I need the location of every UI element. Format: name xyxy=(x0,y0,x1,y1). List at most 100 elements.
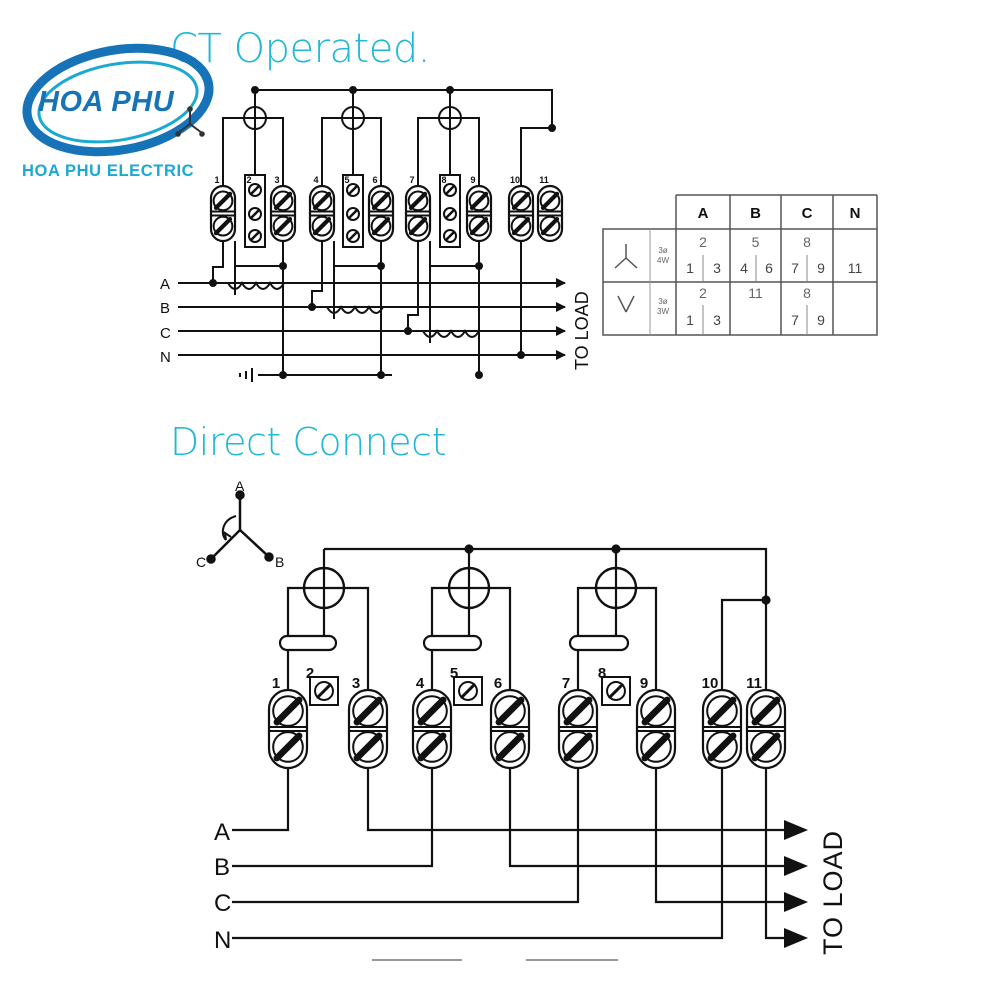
table-row-2-bottom-2: 3 xyxy=(713,312,721,328)
ct-neutral-link xyxy=(520,127,552,190)
ct-terminal-4-slot-2 xyxy=(312,217,332,236)
ct-line-labels: A B C N xyxy=(160,276,171,366)
ct-terminal-6-slot-2 xyxy=(371,217,391,236)
ct-terminal-7-slot-1 xyxy=(408,191,428,210)
dc-top-bus xyxy=(324,547,768,704)
ct-terminal-3 xyxy=(269,184,297,243)
ct-line-c-label: C xyxy=(160,325,171,342)
table-row-1-bottom-6: 9 xyxy=(817,260,825,276)
dc-arrow-B xyxy=(784,856,808,876)
logo-swoosh-inner xyxy=(37,60,199,144)
table-row-2-top-2: 11 xyxy=(748,285,763,301)
ct-link-slot-5-3 xyxy=(348,231,358,241)
dc-line-in-A xyxy=(232,768,290,832)
dc-terminal-1 xyxy=(267,688,309,770)
ct-terminal-label-3: 3 xyxy=(274,175,279,185)
table-row-1-type-a: 3ø xyxy=(658,246,667,255)
logo-tagline: HOA PHU ELECTRIC xyxy=(22,162,195,180)
table-header-A: A xyxy=(698,205,709,222)
ct-bus-node-C xyxy=(446,86,454,94)
dc-terminal-6-slot-1 xyxy=(495,696,525,726)
ct-terminal-label-11: 11 xyxy=(539,175,549,185)
ct-coil-left-B xyxy=(321,117,342,190)
ct-wiring xyxy=(178,86,566,382)
ct-terminal-1-slot-1 xyxy=(213,191,233,210)
dc-terminal-5-slot xyxy=(460,683,476,699)
ct-ct-in-A xyxy=(212,241,224,283)
table-row-1-type-b: 4W xyxy=(657,256,669,265)
delta-3w-icon-l xyxy=(617,295,627,313)
table-row-2-bottom-5: 7 xyxy=(791,312,799,328)
ct-terminal-4 xyxy=(308,184,336,243)
ct-terminal-4-slot-1 xyxy=(312,191,332,210)
ct-link-slot-5-2 xyxy=(348,209,358,219)
ct-terminal-11-slot-1 xyxy=(540,191,560,210)
wye-4w-icon xyxy=(614,244,638,269)
dc-terminal-label-10: 10 xyxy=(702,675,719,692)
dc-terminal-label-9: 9 xyxy=(640,675,648,692)
ct-bus-node-B xyxy=(349,86,357,94)
dc-arrow-A xyxy=(784,820,808,840)
direct-connect-title: Direct Connect xyxy=(170,420,446,464)
table-row-1-bottom-1: 1 xyxy=(686,260,694,276)
dc-terminal-label-3: 3 xyxy=(352,675,360,692)
table-row-1-top-2: 5 xyxy=(752,234,760,250)
dc-line-labels: A B C N xyxy=(214,819,231,954)
dc-terminal-11-slot-1 xyxy=(751,696,781,726)
table-row-1-bottom-5: 7 xyxy=(791,260,799,276)
dc-coil-left-2 xyxy=(430,586,449,637)
ct-terminal-11 xyxy=(536,184,564,243)
ct-line-b-label: B xyxy=(160,300,170,317)
table-row-1-bottom-3: 4 xyxy=(740,260,748,276)
table-row-1-top-3: 8 xyxy=(803,234,811,250)
table-header-B: B xyxy=(750,205,761,222)
ct-terminal-9 xyxy=(465,184,493,243)
ct-terminal-label-9: 9 xyxy=(470,175,475,185)
dc-line-in-N xyxy=(232,768,724,940)
dc-terminal-9-slot-2 xyxy=(641,732,671,762)
ct-terminal-10 xyxy=(507,184,535,243)
table-row-1-top-1: 2 xyxy=(699,234,707,250)
ct-link-slot-2-3 xyxy=(250,231,260,241)
ct-neutral-node xyxy=(548,124,556,132)
dc-line-in-C xyxy=(232,768,580,904)
ct-terminal-label-4: 4 xyxy=(313,175,318,185)
dc-terminal-4 xyxy=(411,688,453,770)
table-row-2-type-b: 3W xyxy=(657,307,669,316)
dc-terminal-1-slot-1 xyxy=(273,696,303,726)
dc-coil-right-2 xyxy=(489,586,512,690)
dc-terminal-6 xyxy=(489,688,531,770)
ct-terminal-3-slot-2 xyxy=(273,217,293,236)
dc-line-out-B xyxy=(508,768,800,868)
dc-terminal-label-8: 8 xyxy=(598,665,606,682)
ct-coil-right-B xyxy=(364,117,382,190)
ct-terminal-9-slot-2 xyxy=(469,217,489,236)
ct-ct-return-C xyxy=(429,241,479,343)
dc-terminal-label-1: 1 xyxy=(272,675,280,692)
dc-link-bar-1 xyxy=(278,634,338,652)
dc-terminal-label-7: 7 xyxy=(562,675,570,692)
dc-terminal-9-slot-1 xyxy=(641,696,671,726)
dc-link-bar-3 xyxy=(568,634,630,652)
ct-terminal-label-2: 2 xyxy=(246,175,251,185)
wye-4w-icon-b xyxy=(625,257,638,269)
dc-terminal-3-slot-1 xyxy=(353,696,383,726)
dc-wiring xyxy=(232,544,800,940)
ct-terminal-label-7: 7 xyxy=(409,175,414,185)
ct-terminal-label-5: 5 xyxy=(344,175,349,185)
dc-terminal-label-4: 4 xyxy=(416,675,425,692)
dc-terminal-2-slot xyxy=(316,683,332,699)
logo-name: HOA PHU xyxy=(38,86,175,118)
dc-arrow-C xyxy=(784,892,808,912)
dc-arrow-N xyxy=(784,928,808,948)
dc-terminal-label-2: 2 xyxy=(306,665,314,682)
ct-top-bus xyxy=(255,89,553,128)
dc-terminal-7-slot-1 xyxy=(563,696,593,726)
ct-terminal-label-6: 6 xyxy=(372,175,377,185)
logo-phase-icon xyxy=(175,106,205,137)
dc-terminal-1-slot-2 xyxy=(273,732,303,762)
dc-terminal-11 xyxy=(745,688,787,770)
dc-terminal-10-slot-1 xyxy=(707,696,737,726)
dc-terminal-label-6: 6 xyxy=(494,675,502,692)
